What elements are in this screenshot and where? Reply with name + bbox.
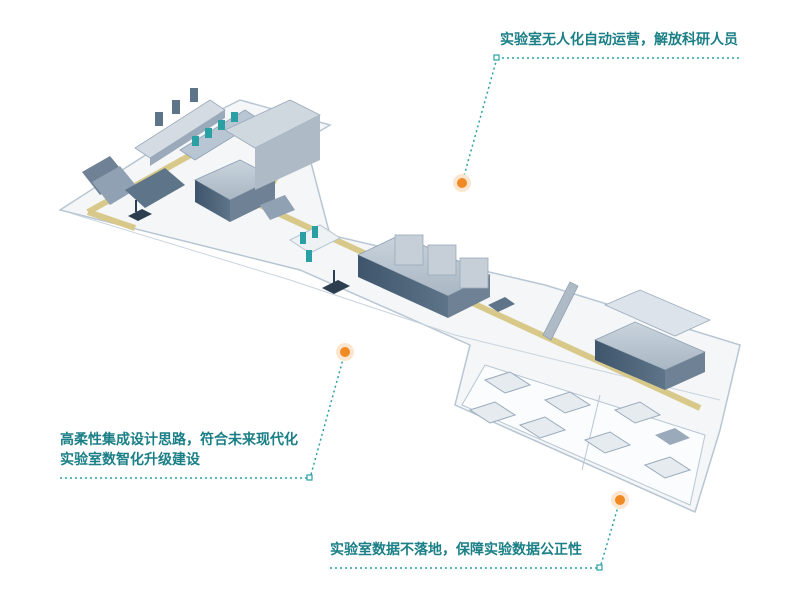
instrument-row-top — [134, 88, 261, 166]
agv-robot-1 — [128, 200, 152, 221]
agv-robot-2 — [322, 270, 350, 294]
mid-instruments — [288, 224, 342, 262]
callout-top: 实验室无人化自动运营，解放科研人员 — [500, 30, 738, 50]
floor-inner-edge — [69, 212, 721, 401]
agv-track-branch — [87, 209, 136, 231]
leader-dots — [306, 54, 603, 571]
callout-left: 高柔性集成设计思路，符合未来现代化 实验室数智化升级建设 — [60, 430, 298, 470]
callout-top-line-1: 实验室无人化自动运营，解放科研人员 — [500, 32, 738, 48]
callout-bottom: 实验室数据不落地，保障实验数据公正性 — [330, 540, 582, 560]
callout-left-line-1: 高柔性集成设计思路，符合未来现代化 — [60, 432, 298, 448]
right-workstation — [594, 289, 711, 390]
divider-wall — [542, 281, 579, 341]
highlight-markers — [336, 174, 629, 509]
callout-left-line-2: 实验室数智化升级建设 — [60, 452, 200, 468]
long-workstation-center — [357, 234, 515, 318]
bench-zone — [461, 364, 706, 506]
storage-racks — [82, 156, 185, 208]
callout-leaders — [60, 57, 740, 569]
central-workstation — [194, 99, 321, 222]
callout-bottom-line-1: 实验室数据不落地，保障实验数据公正性 — [330, 542, 582, 558]
